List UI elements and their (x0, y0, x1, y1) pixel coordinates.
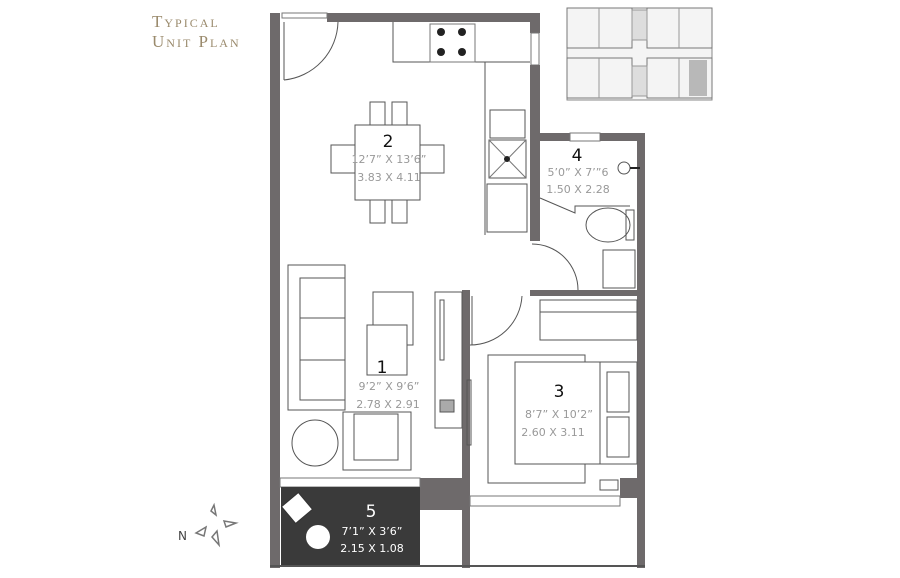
sink-icon (488, 139, 527, 179)
svg-text:4: 4 (572, 146, 583, 166)
kitchen-counter (392, 22, 530, 235)
entrance-door (283, 21, 339, 81)
svg-text:7’1” X 3’6”: 7’1” X 3’6” (342, 525, 403, 538)
highlighted-unit (689, 60, 707, 96)
svg-text:5: 5 (366, 502, 377, 522)
room-label-3: 3 8’7” X 10’2” 2.60 X 3.11 (521, 382, 593, 439)
living-furniture (287, 264, 463, 471)
svg-text:2: 2 (383, 132, 394, 152)
room-label-5: 5 7’1” X 3’6” 2.15 X 1.08 (340, 502, 404, 555)
title-line-2: Unit Plan (152, 32, 241, 51)
svg-text:1: 1 (377, 358, 388, 378)
tv-unit (434, 291, 463, 429)
svg-text:3.83 X 4.11: 3.83 X 4.11 (357, 171, 421, 184)
title-line-1: Typical (152, 12, 220, 31)
room-label-4: 4 5’0” X 7’”6 1.50 X 2.28 (546, 146, 610, 196)
svg-text:9’2” X 9’6”: 9’2” X 9’6” (359, 380, 420, 393)
plan-title: Typical Unit Plan (152, 12, 241, 52)
bed (466, 299, 638, 491)
key-plan (566, 7, 713, 101)
svg-text:2.78 X 2.91: 2.78 X 2.91 (356, 398, 420, 411)
svg-text:8’7” X 10’2”: 8’7” X 10’2” (525, 408, 593, 421)
svg-text:2.60 X 3.11: 2.60 X 3.11 (521, 426, 585, 439)
cooktop-icon (429, 23, 476, 63)
svg-text:5’0” X 7’”6: 5’0” X 7’”6 (548, 166, 609, 179)
compass-icon: N (178, 502, 239, 548)
room-label-1: 1 9’2” X 9’6” 2.78 X 2.91 (356, 358, 420, 411)
svg-text:3: 3 (554, 382, 565, 402)
fridge (486, 183, 528, 233)
bathroom-fixtures (539, 161, 640, 289)
svg-text:1.50 X 2.28: 1.50 X 2.28 (546, 183, 610, 196)
svg-text:2.15 X 1.08: 2.15 X 1.08 (340, 542, 404, 555)
compass-north-label: N (178, 529, 187, 543)
svg-text:12’7” X 13’6”: 12’7” X 13’6” (352, 153, 427, 166)
walls (270, 12, 645, 568)
room-label-2: 2 12’7” X 13’6” 3.83 X 4.11 (352, 132, 427, 184)
dining-table (330, 101, 445, 224)
